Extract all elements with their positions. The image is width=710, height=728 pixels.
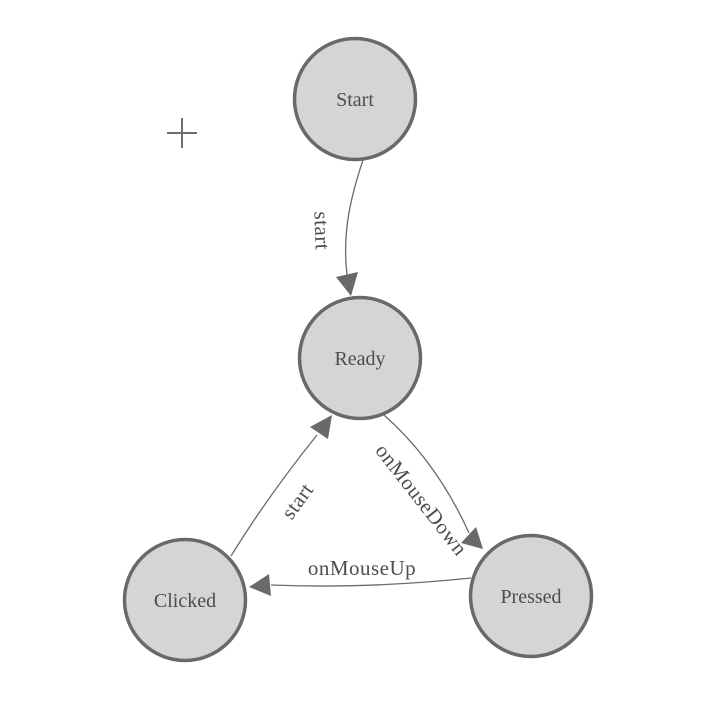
edge-label: onMouseDown xyxy=(371,439,473,560)
state-circle[interactable] xyxy=(122,537,248,663)
arrowhead-icon xyxy=(249,574,271,596)
state-circle[interactable] xyxy=(297,295,423,421)
node-start[interactable]: Start xyxy=(292,36,418,162)
edge-clicked-to-ready[interactable]: start xyxy=(230,415,332,557)
edge-pressed-to-clicked[interactable]: onMouseUp xyxy=(249,556,472,596)
node-clicked[interactable]: Clicked xyxy=(122,537,248,663)
node-label: Pressed xyxy=(500,586,561,608)
node-label: Start xyxy=(336,89,374,111)
arrowhead-icon xyxy=(461,527,483,549)
arrowhead-icon xyxy=(310,415,332,439)
edge-label: start xyxy=(276,478,318,523)
edge-ready-to-pressed[interactable]: onMouseDown xyxy=(371,414,483,560)
arrowhead-icon xyxy=(336,272,358,296)
state-circle[interactable] xyxy=(468,533,594,659)
node-ready[interactable]: Ready xyxy=(297,295,423,421)
node-pressed[interactable]: Pressed xyxy=(468,533,594,659)
state-circle[interactable] xyxy=(292,36,418,162)
edge-label: start xyxy=(309,211,334,250)
edge-start-to-ready[interactable]: start xyxy=(309,159,364,296)
edge-label: onMouseUp xyxy=(308,556,416,580)
node-label: Clicked xyxy=(154,590,216,612)
crosshair-icon xyxy=(167,118,197,148)
node-label: Ready xyxy=(334,348,385,370)
